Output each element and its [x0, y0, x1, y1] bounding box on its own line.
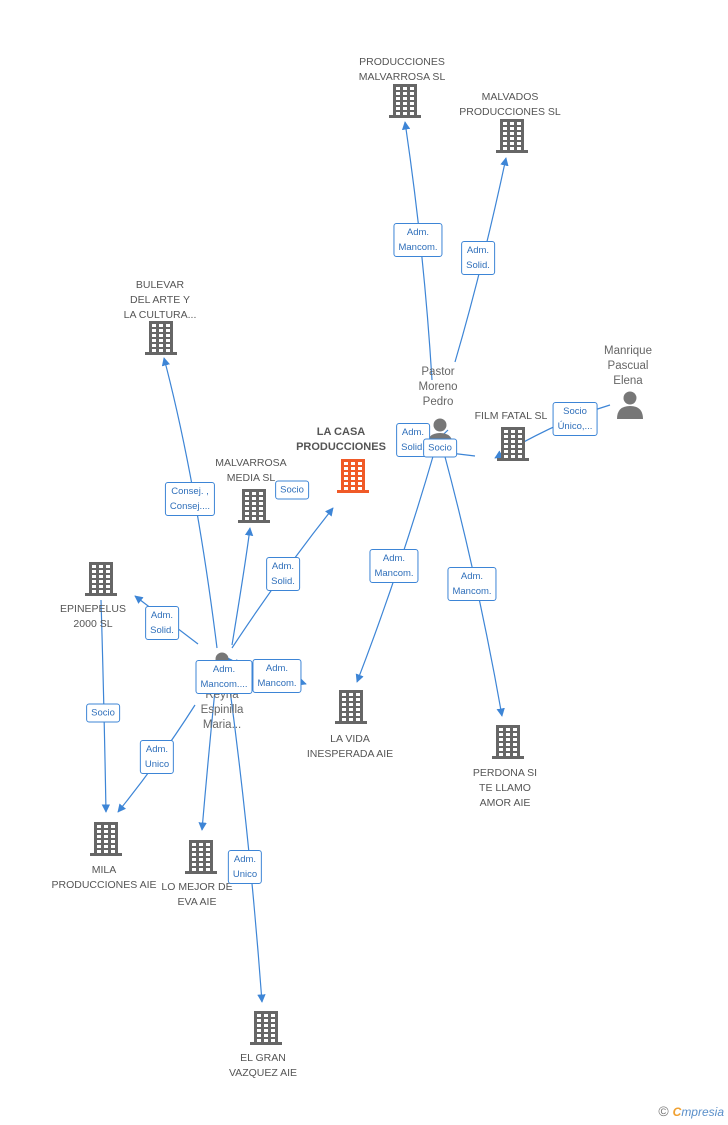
edge-reyna-to-lomejor	[198, 689, 216, 831]
relation-label-e5[interactable]: Socio	[423, 438, 457, 458]
relation-label-e8[interactable]: Consej. , Consej....	[164, 482, 216, 516]
bulevar-building-icon[interactable]	[145, 321, 177, 355]
relation-label-e10[interactable]: Socio	[275, 480, 309, 500]
relation-label-e2[interactable]: Adm. Solid.	[461, 241, 495, 275]
edge-epinepelus-to-mila	[100, 599, 111, 813]
lavida-building-icon[interactable]	[335, 690, 367, 724]
reyna-label[interactable]: Reyna Espinilla Maria...	[200, 689, 244, 731]
brand-logo-text: mpresia	[681, 1105, 724, 1119]
manrique-person-icon[interactable]	[617, 391, 643, 420]
relation-label-e1[interactable]: Adm. Mancom.	[393, 223, 443, 257]
malvarrosamedia-building-icon[interactable]	[238, 489, 270, 523]
elgran-building-icon[interactable]	[250, 1011, 282, 1045]
filmfatal-building-icon[interactable]	[497, 427, 529, 461]
relation-label-e9[interactable]: Adm. Solid.	[266, 557, 300, 591]
manrique-label[interactable]: Manrique Pascual Elena	[604, 345, 652, 387]
copyright-symbol: ©	[658, 1103, 669, 1119]
relation-label-e17[interactable]: Adm. Unico	[227, 850, 263, 884]
relation-label-e14[interactable]: Socio	[86, 703, 120, 723]
relation-label-e3[interactable]: Socio Único,...	[552, 402, 598, 436]
mila-building-icon[interactable]	[90, 822, 122, 856]
malvados-label[interactable]: MALVADOS PRODUCCIONES SL	[459, 91, 561, 118]
relation-label-e12[interactable]: Adm. Mancom....	[195, 660, 253, 694]
bulevar-label[interactable]: BULEVAR DEL ARTE Y LA CULTURA...	[123, 279, 197, 321]
edge-reyna-to-elgran	[229, 689, 266, 1003]
produccionesmalvarrosa-label[interactable]: PRODUCCIONES MALVARROSA SL	[358, 56, 446, 83]
relation-label-e11[interactable]: Adm. Solid.	[145, 606, 179, 640]
relation-label-e6[interactable]: Adm. Mancom.	[369, 549, 419, 583]
perdona-building-icon[interactable]	[492, 725, 524, 759]
pastor-label[interactable]: Pastor Moreno Pedro	[418, 366, 458, 408]
relation-label-e15[interactable]: Adm. Unico	[139, 740, 175, 774]
malvados-building-icon[interactable]	[496, 119, 528, 153]
edge-reyna-to-malvarrosamedia	[231, 527, 254, 646]
lomejor-building-icon[interactable]	[185, 840, 217, 874]
brand-logo-initial: C	[672, 1105, 682, 1119]
relation-label-e7[interactable]: Adm. Mancom.	[447, 567, 497, 601]
elgran-label[interactable]: EL GRAN VAZQUEZ AIE	[228, 1052, 298, 1079]
epinepelus-building-icon[interactable]	[85, 562, 117, 596]
lacasa-building-icon[interactable]	[337, 459, 369, 493]
perdona-label[interactable]: PERDONA SI TE LLAMO AMOR AIE	[472, 767, 538, 809]
relation-label-e13[interactable]: Adm. Mancom.	[252, 659, 302, 693]
lavida-label[interactable]: LA VIDA INESPERADA AIE	[306, 733, 394, 760]
filmfatal-label[interactable]: FILM FATAL SL	[474, 410, 548, 422]
epinepelus-label[interactable]: EPINEPELUS 2000 SL	[60, 603, 126, 630]
lomejor-label[interactable]: LO MEJOR DE EVA AIE	[161, 881, 233, 908]
lacasa-label[interactable]: LA CASA PRODUCCIONES	[296, 426, 386, 453]
produccionesmalvarrosa-building-icon[interactable]	[389, 84, 421, 118]
mila-label[interactable]: MILA PRODUCCIONES AIE	[51, 864, 157, 891]
malvarrosamedia-label[interactable]: MALVARROSA MEDIA SL	[215, 457, 287, 484]
brand-footer: ©Cmpresia	[658, 1103, 724, 1119]
